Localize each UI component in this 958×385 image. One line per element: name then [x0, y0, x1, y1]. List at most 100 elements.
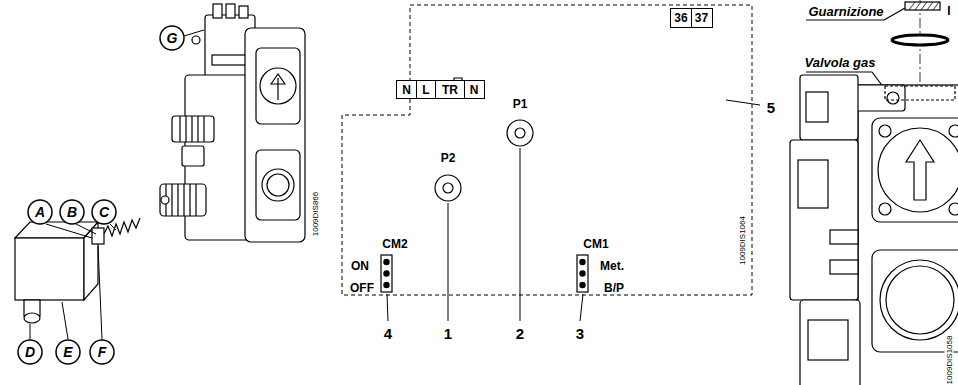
board-outline	[342, 5, 752, 295]
leader-lines	[448, 203, 449, 321]
board-parts	[381, 78, 588, 292]
pin-label: P2	[441, 151, 456, 165]
gas-valve-right	[790, 140, 858, 300]
gas-valve-right	[884, 8, 905, 20]
leader-lines	[30, 324, 31, 339]
gas-valve-right	[808, 320, 848, 360]
gas-valve-left	[267, 174, 289, 196]
terminal-name: TR	[442, 83, 458, 97]
drawing-code: 1009DIS1058	[945, 335, 954, 385]
gas-valve-right	[800, 300, 860, 385]
gas-valve-right	[892, 35, 948, 45]
callout-number: 5	[767, 99, 775, 116]
gas-valve-right	[879, 203, 891, 215]
terminal-box: TR	[435, 80, 465, 99]
circle-outline	[160, 26, 184, 50]
circle-outline	[92, 200, 116, 224]
gas-valve-right	[880, 260, 958, 340]
gas-valve-left	[172, 116, 214, 142]
gas-valve-right	[830, 260, 858, 274]
gas-valve-right	[798, 160, 828, 208]
leader-lines	[98, 246, 102, 339]
callout-letter: D	[25, 344, 35, 360]
terminal-name: 36	[674, 11, 687, 25]
gas-valve-left	[256, 150, 300, 220]
callout-number: 3	[576, 325, 584, 342]
part-name: Valvola gas	[804, 55, 875, 70]
control-board: 1009DIS10643637NLTRN	[342, 5, 752, 295]
gas-valve-right	[790, 0, 958, 385]
gas-valve-left	[245, 28, 305, 242]
leader-lines	[580, 294, 583, 321]
callout-letter: A	[35, 204, 45, 220]
callout-number: 1	[444, 325, 452, 342]
board-parts	[381, 255, 392, 292]
board-parts	[384, 271, 389, 276]
drawing-code: 1009DIS866	[311, 191, 320, 237]
circle-outline	[56, 340, 80, 364]
terminal-name: N	[470, 83, 479, 97]
gas-valve-left	[262, 169, 294, 201]
callout-letter: G	[167, 30, 178, 46]
gas-valve-right	[885, 86, 955, 100]
part-name: Guarnizione	[808, 4, 883, 19]
callout-letter: B	[67, 204, 77, 220]
gas-valve-left	[182, 146, 204, 166]
solenoid-coil	[92, 228, 104, 244]
gas-valve-left	[160, 4, 305, 242]
leader-lines	[62, 302, 68, 339]
gas-valve-left	[239, 6, 248, 18]
terminal-box: 36	[670, 8, 692, 28]
gas-valve-left	[226, 4, 235, 18]
callout-letter: C	[99, 204, 109, 220]
leader-lines	[726, 100, 760, 105]
leader-lines	[76, 224, 96, 234]
callout-circle: A	[27, 199, 53, 225]
leader-lines	[110, 224, 116, 230]
gas-valve-right	[806, 19, 884, 20]
gas-valve-left	[180, 116, 204, 142]
board-parts	[580, 271, 585, 276]
solenoid-coil	[24, 313, 40, 323]
callout-number: 2	[516, 325, 524, 342]
jumper-setting: B/P	[604, 281, 624, 295]
terminal-name: L	[422, 83, 429, 97]
board-parts	[384, 282, 389, 287]
gas-valve-left	[213, 4, 222, 18]
terminal-box: 37	[691, 8, 713, 28]
gas-valve-left	[160, 184, 206, 216]
jumper-setting: OFF	[350, 281, 374, 295]
gas-valve-right	[887, 92, 899, 104]
gas-valve-right	[872, 118, 958, 222]
gas-valve-right	[806, 92, 828, 122]
gas-valve-right	[949, 203, 958, 215]
callout-letter: F	[98, 344, 107, 360]
drawing-code: 1009DIS1064	[738, 216, 747, 265]
board-parts	[435, 175, 461, 201]
callout-circle: E	[55, 339, 81, 365]
gas-valve-right	[858, 85, 958, 385]
gas-valve-right	[800, 75, 858, 140]
gas-valve-right	[906, 140, 934, 200]
leader-lines	[46, 224, 92, 238]
callout-circle: D	[17, 339, 43, 365]
gas-valve-left	[260, 68, 296, 104]
circle-outline	[90, 340, 114, 364]
leader-lines	[184, 30, 204, 36]
terminal-name: 37	[695, 11, 708, 25]
part-name: I	[947, 4, 950, 18]
terminal-name: N	[402, 83, 411, 97]
callout-circle: G	[159, 25, 185, 51]
terminal-box: N	[464, 80, 485, 99]
circle-outline	[18, 340, 42, 364]
gas-valve-right	[909, 2, 939, 10]
pin-label: P1	[513, 97, 528, 111]
gas-valve-left	[166, 184, 196, 216]
terminal-box: L	[416, 80, 437, 99]
gas-valve-right	[949, 125, 958, 137]
gas-valve-right	[878, 128, 958, 212]
gas-valve-left	[161, 196, 169, 204]
board-parts	[515, 128, 525, 138]
gas-valve-right	[830, 230, 858, 244]
